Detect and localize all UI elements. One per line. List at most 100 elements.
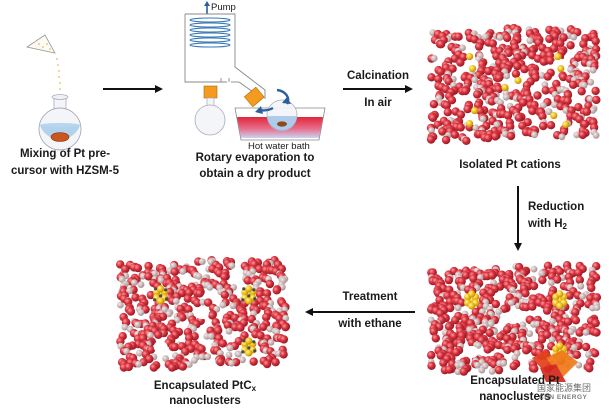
pt-atom	[514, 76, 522, 85]
orange-joint-right	[243, 86, 265, 108]
silicon-atom	[454, 368, 462, 376]
carbon-atom	[159, 294, 163, 298]
pt-atom	[556, 342, 564, 350]
oxygen-atom	[585, 364, 594, 373]
oxygen-atom	[262, 313, 271, 322]
oxygen-atom	[218, 339, 227, 348]
oxygen-atom	[131, 293, 140, 302]
zeolite-pore	[464, 345, 479, 358]
silicon-atom	[551, 101, 558, 109]
zeolite-pore	[153, 340, 168, 353]
oxygen-atom	[208, 311, 217, 320]
zeolite-encapsulated-ptcx	[116, 256, 291, 372]
silicon-atom	[170, 262, 177, 270]
oxygen-atom	[255, 264, 264, 274]
silicon-atom	[593, 304, 601, 311]
carbon-atom	[242, 287, 246, 291]
oxygen-atom	[487, 97, 497, 106]
carbon-atom	[253, 297, 257, 301]
oxygen-atom	[494, 84, 503, 94]
oxygen-atom	[514, 113, 524, 122]
oxygen-atom	[427, 350, 436, 360]
falling-powder	[56, 58, 61, 90]
mixing-label-line2: cursor with HZSM-5	[11, 165, 119, 177]
oxygen-atom	[146, 290, 156, 300]
oxygen-atom	[170, 267, 179, 276]
silicon-atom	[474, 361, 481, 369]
oxygen-atom	[491, 132, 500, 141]
oxygen-atom	[484, 66, 493, 76]
oxygen-atom	[450, 130, 460, 139]
pt-atom	[471, 106, 479, 115]
pt-atom	[469, 64, 477, 73]
silicon-atom	[549, 318, 556, 325]
oxygen-atom	[426, 135, 436, 144]
arrow-treatment	[305, 308, 415, 316]
oxygen-atom	[144, 272, 153, 281]
silicon-atom	[162, 355, 169, 362]
oxygen-atom	[528, 302, 537, 311]
oxygen-atom	[542, 306, 552, 315]
oxygen-atom	[216, 357, 225, 367]
pt-atom	[556, 302, 564, 310]
oxygen-atom	[446, 303, 455, 313]
oxygen-atom	[582, 107, 591, 116]
oxygen-atom	[559, 72, 568, 82]
oxygen-atom	[436, 67, 445, 76]
rotary-label-line1: Rotary evaporation to	[195, 152, 315, 164]
oxygen-atom	[126, 307, 136, 316]
oxygen-atom	[427, 73, 436, 82]
pt-atom	[245, 337, 253, 345]
oxygen-atom	[555, 267, 564, 276]
oxygen-atom	[439, 358, 448, 368]
oxygen-atom	[569, 80, 578, 89]
oxygen-atom	[279, 350, 288, 359]
oxygen-atom	[522, 303, 531, 312]
oxygen-atom	[473, 90, 482, 99]
rotary-evaporator-illustration	[184, 1, 326, 141]
oxygen-atom	[223, 321, 232, 330]
with-h2-text: with H	[528, 218, 563, 230]
pt-atom	[468, 290, 476, 298]
arrow-mixing-to-rotary	[103, 85, 163, 93]
oxygen-atom	[463, 104, 472, 114]
oxygen-atom	[587, 283, 596, 293]
watermark-en: CHN ENERGY	[539, 394, 588, 401]
watermark-cn: 国家能源集团	[537, 384, 592, 394]
oxygen-atom	[181, 347, 190, 356]
oxygen-atom	[483, 133, 493, 143]
oxygen-atom	[133, 263, 143, 273]
pump-arrow-icon	[204, 1, 210, 14]
oxygen-atom	[571, 308, 580, 317]
silicon-atom	[195, 273, 203, 280]
silicon-atom	[267, 339, 275, 346]
ptcx-subscript: x	[251, 384, 257, 393]
silicon-atom	[229, 302, 237, 310]
silicon-atom	[198, 353, 206, 361]
silicon-atom	[134, 321, 141, 329]
silicon-atom	[488, 368, 496, 375]
calcination-label: Calcination	[347, 70, 409, 82]
silicon-atom	[147, 331, 154, 339]
silicon-atom	[547, 279, 555, 287]
silicon-atom	[507, 299, 515, 307]
pt-atom	[501, 83, 509, 92]
pt-atom	[245, 297, 253, 305]
silicon-atom	[496, 34, 504, 41]
oxygen-atom	[452, 348, 461, 357]
silicon-atom	[225, 351, 233, 359]
silicon-atom	[126, 287, 133, 295]
silicon-atom	[570, 33, 578, 41]
mixing-flask-illustration	[25, 34, 82, 151]
oxygen-atom	[236, 323, 245, 332]
silicon-atom	[430, 54, 438, 62]
oxygen-atom	[580, 119, 590, 129]
oxygen-atom	[592, 95, 601, 105]
silicon-atom	[493, 121, 501, 129]
oxygen-atom	[259, 322, 268, 332]
silicon-atom	[151, 270, 158, 277]
pt-atom	[466, 119, 474, 128]
oxygen-atom	[271, 358, 280, 367]
oxygen-atom	[445, 365, 454, 374]
oxygen-atom	[513, 61, 522, 71]
